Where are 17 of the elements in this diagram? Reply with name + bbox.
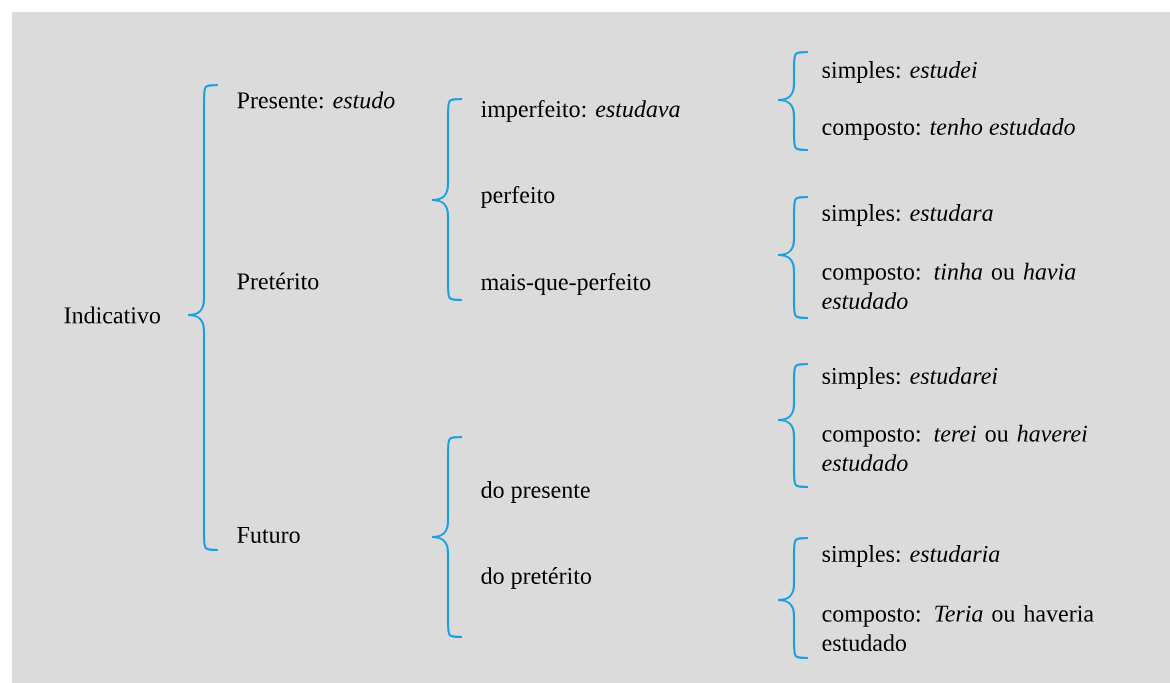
- tense-label: composto: terei ou haverei estudado: [822, 424, 1088, 472]
- tense-label: composto: tenho estudado: [822, 118, 1075, 140]
- tense-label: simples: estudarei: [822, 367, 998, 389]
- tense-label: do pretérito: [481, 567, 591, 589]
- tense-label: mais-que-perfeito: [481, 273, 651, 295]
- tense-label: Pretérito: [237, 272, 319, 290]
- tense-label: simples: estudei: [822, 61, 977, 83]
- tense-label: composto: tinha ou havia estudado: [822, 262, 1076, 310]
- tense-label: imperfeito: estudava: [481, 100, 680, 122]
- tense-label: Indicativo: [64, 306, 160, 324]
- tense-label: perfeito: [481, 186, 555, 208]
- tense-label: Futuro: [237, 527, 300, 543]
- tense-label: Presente: estudo: [237, 91, 395, 109]
- tense-label: do presente: [481, 481, 590, 503]
- tense-label: composto: Teria ou haveria estudado: [822, 604, 1094, 652]
- tense-label: simples: estudaria: [822, 545, 1000, 567]
- tense-label: simples: estudara: [822, 204, 993, 226]
